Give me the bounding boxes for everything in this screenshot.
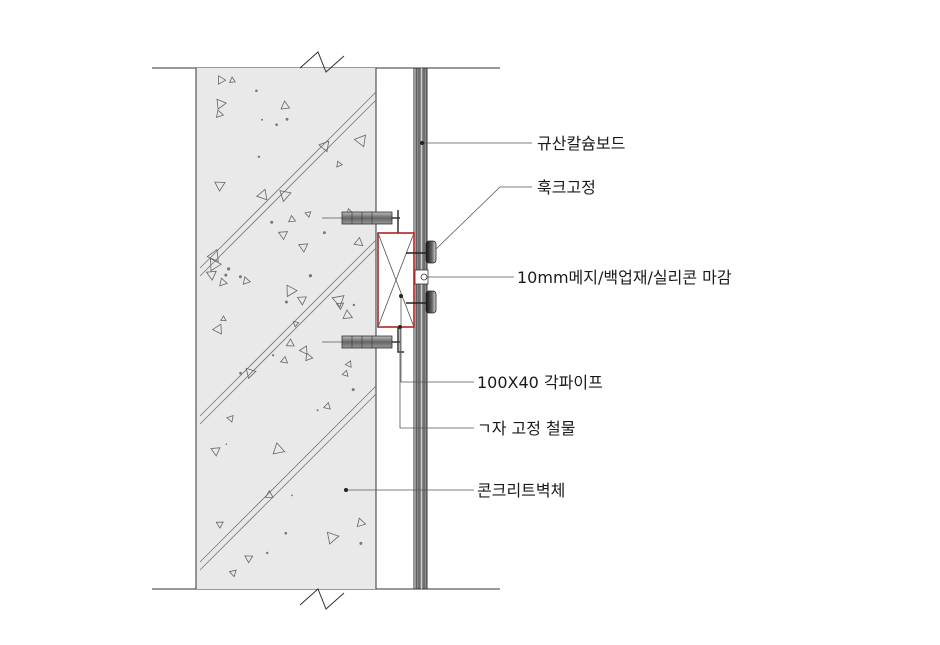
aggregate-stone [205,270,217,281]
anchor-bolt-upper [322,211,400,225]
aggregate-stone [336,160,343,168]
aggregate-dot [270,220,274,224]
aggregate-dot [308,274,312,278]
aggregate-stone [304,211,312,218]
aggregate-stone [298,345,308,355]
aggregate-dot [266,551,269,555]
aggregate-stone [353,134,367,148]
label-angle-bracket: ㄱ자 고정 철물 [477,419,576,438]
aggregate-dot [352,303,356,307]
aggregate-stone [288,214,297,223]
aggregate-stone [210,447,221,457]
aggregate-dot [291,494,293,497]
aggregate-stone [256,188,268,201]
leader-pipe [400,296,474,383]
leader-lines [344,141,532,492]
concrete-wall [195,68,377,589]
square-pipe [377,232,415,328]
aggregate-dot [225,443,228,446]
aggregate-dot [239,371,242,375]
aggregate-dot [224,273,228,277]
aggregate-stone [219,277,228,287]
aggregate-stone [286,284,298,298]
aggregate-dot [285,117,289,121]
bottom-break-symbol [299,588,345,610]
aggregate-stone [216,98,227,110]
aggregate-stone [305,352,314,362]
aggregate-stone [277,231,289,241]
aggregate-stone [272,442,286,455]
aggregate-dot [323,231,326,235]
aggregate-stone [331,295,345,308]
aggregate-stone [214,181,226,192]
aggregate-stone [215,109,225,119]
aggregate-stone [217,75,227,85]
leader-bracket [399,327,474,429]
aggregate-stone [210,258,223,272]
label-hook-fixing: 훅크고정 [537,178,596,197]
aggregate-stone [296,296,307,306]
aggregate-stone [206,248,219,263]
aggregate-stone [342,309,354,319]
aggregate-dot [275,123,278,126]
aggregate-stone [356,517,367,528]
aggregate-stone [226,414,234,423]
concrete-hatch [199,91,377,571]
aggregate-dot [272,354,275,357]
aggregate-dot [316,409,319,412]
aggregate-stone [326,531,340,545]
aggregate-dot [257,155,261,158]
aggregate-stone [292,321,300,328]
backer-rod [420,273,428,281]
aggregate-dot [284,531,288,535]
aggregate-stone [228,76,237,83]
aggregate-stone [211,323,222,335]
label-square-pipe: 100X40 각파이프 [477,373,603,392]
top-break-symbol [299,51,345,73]
label-calcium-silicate-board: 규산칼슘보드 [537,134,625,153]
label-joint-finish: 10mm메지/백업재/실리콘 마감 [517,268,732,287]
aggregate-stone [242,276,252,285]
aggregate-stone [219,315,227,322]
aggregate-stone [335,302,345,311]
aggregate-stone [353,236,364,247]
aggregate-stone [341,369,349,377]
aggregate-stone [215,521,224,529]
aggregate-dot [227,267,231,271]
calcium-silicate-board [415,67,428,590]
aggregate-stone [228,569,237,578]
aggregate-stone [244,555,254,564]
aggregate-dot [359,541,363,545]
hook-fastener-lower [406,290,437,314]
aggregate-dot [238,275,242,279]
hook-fastener-upper [406,240,437,264]
aggregate-stone [318,140,330,153]
leader-hook [435,186,532,250]
aggregate-stone [344,360,352,368]
aggregate-dot [255,89,258,93]
aggregate-stone [279,355,289,364]
aggregate-stone [280,100,291,110]
aggregate-dot [261,118,263,121]
label-concrete-wall: 콘크리트벽체 [477,481,565,500]
aggregate-stone [322,401,331,410]
aggregate-stone [245,367,257,380]
aggregate-dot [284,300,288,304]
aggregate-dot [351,388,355,392]
aggregate-stone [285,338,295,347]
aggregate-stone [264,489,274,498]
aggregate-stone [297,243,309,253]
aggregate-stone [279,190,292,203]
anchor-bolt-lower [322,335,400,349]
